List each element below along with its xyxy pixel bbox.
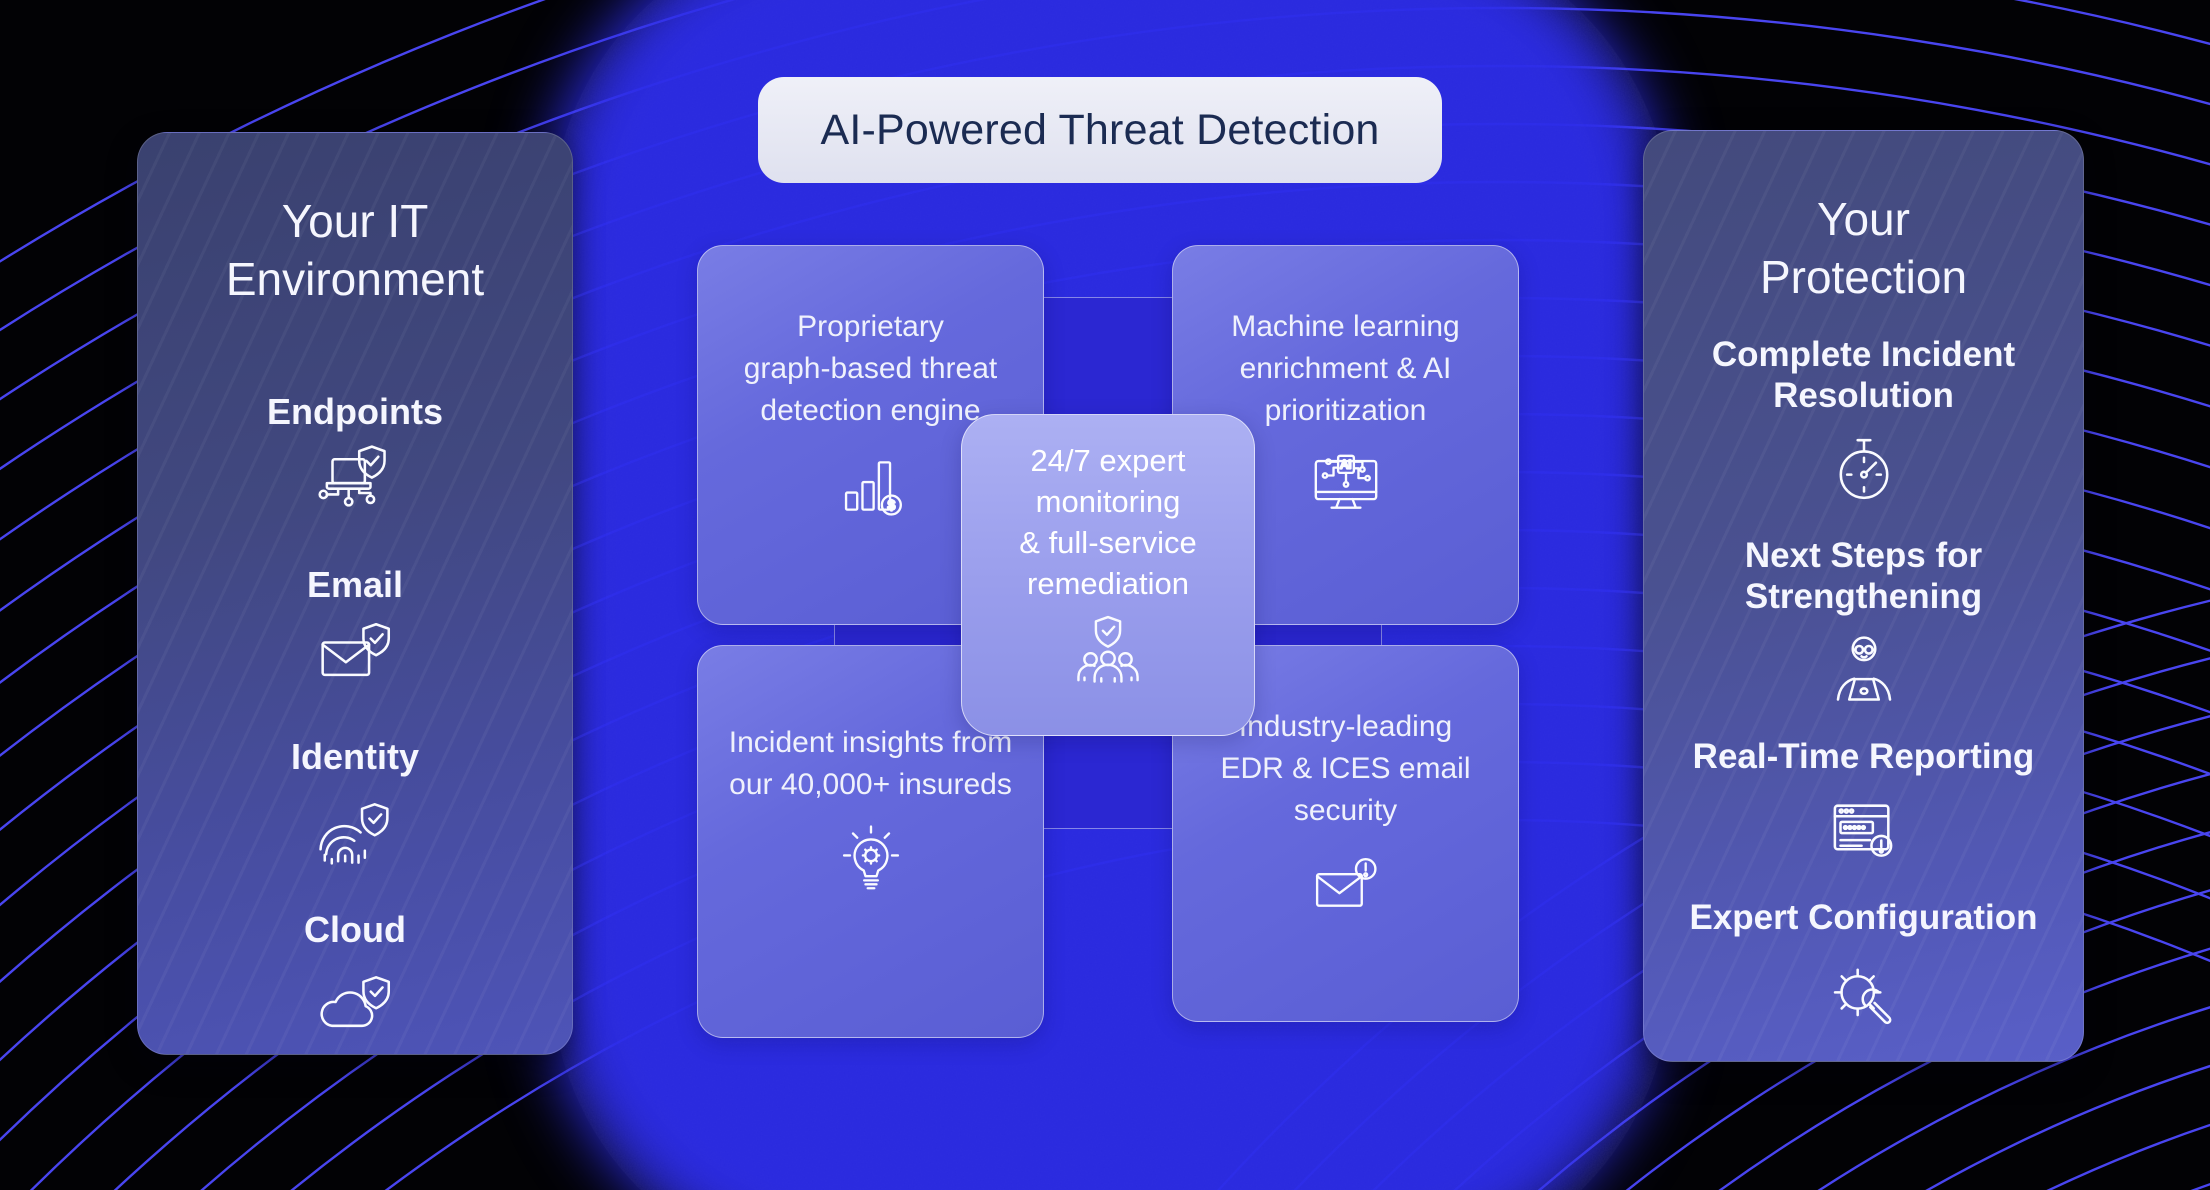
panel-item-next-steps: Next Steps for Strengthening <box>1745 536 1982 715</box>
box-text-line: EDR & ICES email <box>1220 752 1471 785</box>
box-text: Industry-leading EDR & ICES email securi… <box>1220 706 1470 832</box>
panel-item-reporting: Real-Time Reporting <box>1693 737 2035 876</box>
gear-wrench-icon <box>1812 946 1916 1036</box>
panel-item-incident-resolution: Complete Incident Resolution <box>1712 335 2015 514</box>
shield-people-icon <box>1060 609 1156 695</box>
ai-monitor-icon <box>1298 444 1394 528</box>
box-text-line: remediation <box>1027 565 1189 601</box>
panel-item-label-line: Complete Incident <box>1711 334 2016 374</box>
box-text-line: our 40,000+ insureds <box>729 768 1012 801</box>
panel-heading-line: Your IT <box>281 195 429 247</box>
box-text: 24/7 expert monitoring & full-service re… <box>1019 441 1196 605</box>
box-text-line: monitoring <box>1035 483 1181 519</box>
panel-heading-line: Your <box>1817 193 1910 245</box>
box-text-line: enrichment & AI <box>1239 352 1452 385</box>
bar-chart-dollar-icon <box>823 444 919 528</box>
feature-box-expert-monitoring: 24/7 expert monitoring & full-service re… <box>961 414 1255 736</box>
panel-heading-line: Environment <box>225 252 485 305</box>
panel-item-label-line: Expert Configuration <box>1689 897 2038 937</box>
stopwatch-icon <box>1812 424 1916 514</box>
box-text-line: detection engine <box>760 394 981 427</box>
panel-item-endpoints: Endpoints <box>267 391 443 531</box>
panel-heading: Your IT Environment <box>138 193 572 309</box>
panel-item-label: Complete Incident Resolution <box>1712 335 2015 416</box>
box-text-line: Machine learning <box>1231 310 1460 343</box>
panel-item-label: Email <box>306 563 404 605</box>
laptop-shield-icon <box>303 441 407 531</box>
box-text-line: graph-based threat <box>743 352 998 385</box>
panel-heading: Your Protection <box>1644 191 2083 307</box>
panel-item-label-line: Next Steps for <box>1744 536 1983 576</box>
panel-item-cloud: Cloud <box>303 909 407 1049</box>
panel-heading-line: Protection <box>1759 250 1968 303</box>
box-text: Proprietary graph-based threat detection… <box>744 306 998 432</box>
box-text-line: & full-service <box>1019 524 1197 560</box>
panel-item-configuration: Expert Configuration <box>1689 898 2038 1037</box>
panel-item-label-line: Strengthening <box>1744 576 1983 616</box>
panel-item-label: Real-Time Reporting <box>1693 737 2035 778</box>
panel-item-label: Next Steps for Strengthening <box>1745 536 1982 617</box>
it-environment-panel: Your IT Environment Endpoints Email Iden… <box>137 132 573 1055</box>
panel-item-label: Expert Configuration <box>1689 898 2037 939</box>
box-text-line: security <box>1293 794 1398 827</box>
panel-item-email: Email <box>303 564 407 704</box>
panel-item-label-line: Resolution <box>1773 375 1954 415</box>
panel-item-identity: Identity <box>291 736 419 876</box>
box-text-line: prioritization <box>1264 394 1427 427</box>
fingerprint-shield-icon <box>303 786 407 876</box>
protection-panel: Your Protection Complete Incident Resolu… <box>1643 130 2084 1062</box>
box-text-line: Industry-leading <box>1238 710 1453 743</box>
panel-item-list: Complete Incident Resolution Next Steps … <box>1644 335 2083 1037</box>
panel-item-label: Identity <box>290 736 419 778</box>
page-title: AI-Powered Threat Detection <box>820 105 1380 154</box>
box-text-line: Proprietary <box>797 310 944 343</box>
panel-item-label-line: Real-Time Reporting <box>1692 737 2035 777</box>
box-text-line: 24/7 expert <box>1030 443 1186 478</box>
box-text: Incident insights from our 40,000+ insur… <box>729 722 1012 806</box>
cloud-shield-icon <box>303 959 407 1049</box>
title-banner: AI-Powered Threat Detection <box>758 77 1442 183</box>
lightbulb-gear-icon <box>823 820 919 904</box>
box-text: Machine learning enrichment & AI priorit… <box>1231 306 1459 432</box>
analyst-icon <box>1812 625 1916 715</box>
panel-item-list: Endpoints Email Identity Cloud <box>138 391 572 1049</box>
panel-item-label: Cloud <box>304 909 406 951</box>
envelope-shield-icon <box>303 613 407 703</box>
box-text-line: Incident insights from <box>728 726 1013 759</box>
envelope-alert-icon <box>1298 844 1394 928</box>
report-alert-icon <box>1811 786 1915 876</box>
panel-item-label: Endpoints <box>267 390 443 432</box>
